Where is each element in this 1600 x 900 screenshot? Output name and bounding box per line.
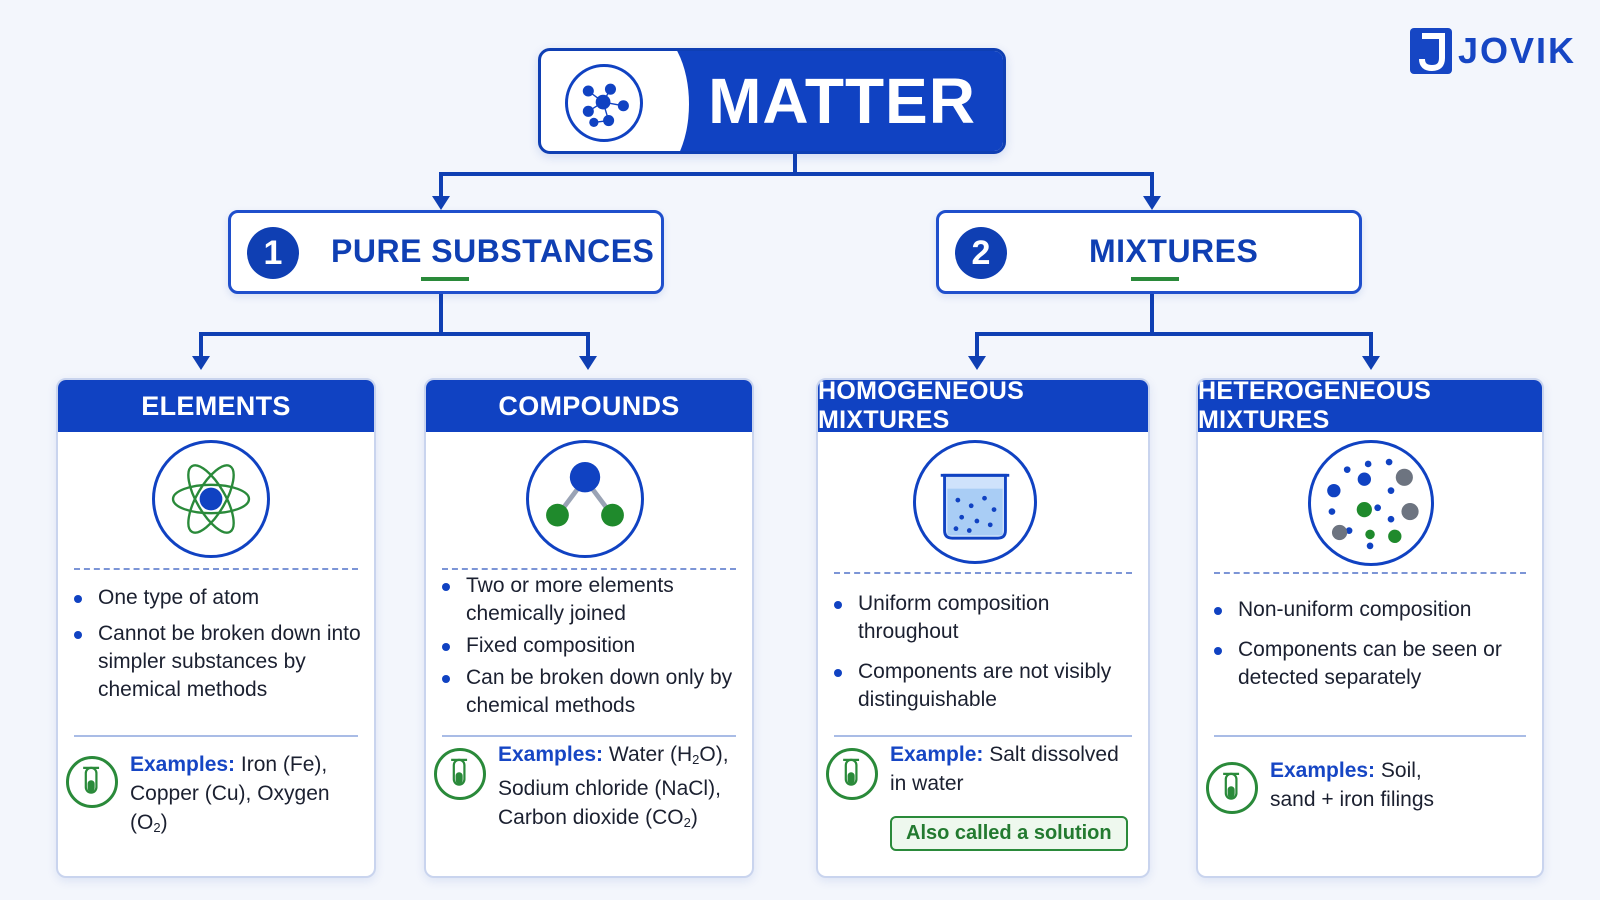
bullet-list: Uniform composition throughout Component… [834,590,1136,722]
divider-dashed [834,572,1132,574]
examples-label: Examples: [498,743,604,766]
examples-label: Examples: [130,753,236,776]
examples-text: Examples: Soil, sand + iron filings [1270,756,1536,814]
examples-line: in water [890,772,964,795]
bullet-item: Two or more elements chemically joined [442,572,740,628]
category-underline [421,277,469,281]
examples-line: ) [690,806,698,829]
card-homogeneous-mixtures: HOMOGENEOUS MIXTURES Uniform composition… [816,378,1150,878]
examples-line: ) [160,811,168,834]
test-tube-icon [434,748,486,800]
brand-logo: JOVIK [1410,28,1576,74]
card-heterogeneous-mixtures: HETEROGENEOUS MIXTURES Non-uniform compo… [1196,378,1544,878]
bullet-item: Non-uniform composition [1214,596,1530,624]
molecule-icon [526,440,644,558]
bullet-list: Non-uniform composition Components can b… [1214,596,1530,700]
bullet-list: One type of atom Cannot be broken down i… [74,584,362,712]
divider-solid [834,735,1132,737]
subscript: 2 [692,752,700,767]
examples-line: sand + iron filings [1270,788,1435,811]
atom-icon [152,440,270,558]
examples-line: O), [699,743,729,766]
bullet-list: Two or more elements chemically joined F… [442,572,740,728]
examples-text: Examples: Iron (Fe), Copper (Cu), Oxygen… [130,750,368,842]
bullet-item: Components can be seen or detected separ… [1214,636,1530,692]
test-tube-icon [66,756,118,808]
jovik-logo-icon [1410,28,1452,74]
examples-label: Example: [890,743,984,766]
matter-header: MATTER [538,48,1006,154]
divider-solid [74,735,358,737]
test-tube-icon [826,748,878,800]
divider-solid [442,735,736,737]
matter-header-band [651,51,1003,151]
category-underline [1131,277,1179,281]
card-elements: ELEMENTS One type of atom Cannot be brok… [56,378,376,878]
solution-badge: Also called a solution [890,816,1128,851]
matter-title: MATTER [708,65,976,137]
divider-solid [1214,735,1526,737]
category-number: 2 [955,227,1007,279]
bullet-item: Cannot be broken down into simpler subst… [74,620,362,704]
examples-text: Example: Salt dissolved in water [890,740,1142,798]
card-title: HOMOGENEOUS MIXTURES [818,380,1148,434]
card-title: COMPOUNDS [426,380,752,432]
bullet-item: Can be broken down only by chemical meth… [442,664,740,720]
bullet-item: Fixed composition [442,632,740,660]
bullet-item: Uniform composition throughout [834,590,1136,646]
bullet-item: Components are not visibly distinguishab… [834,658,1136,714]
divider-dashed [442,568,736,570]
examples-line: Water (H [608,743,693,766]
examples-line: Copper (Cu), Oxygen (O [130,782,330,834]
test-tube-icon [1206,762,1258,814]
examples-line: Iron (Fe), [240,753,328,776]
examples-line: Soil, [1380,759,1422,782]
divider-dashed [1214,572,1526,574]
bullet-item: One type of atom [74,584,362,612]
category-pure-substances: 1 PURE SUBSTANCES [228,210,664,294]
subscript: 2 [153,820,161,835]
subscript: 2 [683,815,691,830]
examples-line: Carbon dioxide (CO [498,806,684,829]
divider-dashed [74,568,358,570]
examples-text: Examples: Water (H2O), Sodium chloride (… [498,740,746,837]
molecule-network-icon [565,64,643,142]
card-compounds: COMPOUNDS Two or more elements chemicall… [424,378,754,878]
examples-line: Salt dissolved [989,743,1119,766]
category-label: MIXTURES [1089,233,1259,269]
examples-label: Examples: [1270,759,1376,782]
category-label: PURE SUBSTANCES [331,233,655,269]
brand-name: JOVIK [1458,30,1577,71]
card-title: ELEMENTS [58,380,374,432]
category-mixtures: 2 MIXTURES [936,210,1362,294]
examples-line: Sodium chloride (NaCl), [498,777,721,800]
particles-icon [1308,440,1434,566]
card-title: HETEROGENEOUS MIXTURES [1198,380,1542,434]
category-number: 1 [247,227,299,279]
beaker-icon [913,440,1037,564]
